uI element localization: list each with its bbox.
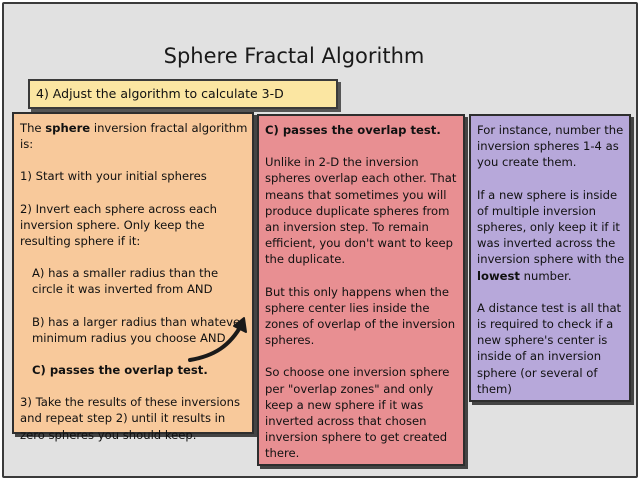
intro-bold: sphere (45, 121, 91, 135)
intro-pre: The (20, 121, 46, 135)
page-title: Sphere Fractal Algorithm (163, 44, 425, 68)
step-1: 1) Start with your initial spheres (20, 169, 207, 184)
example-para-2: If a new sphere is inside of multiple in… (477, 187, 625, 284)
intro-post: inversion fractal algorithm is: (20, 121, 248, 152)
condition-b: B) has a larger radius than whatever min… (32, 314, 245, 345)
overlap-para-1: Unlike in 2-D the inversion spheres over… (265, 155, 457, 267)
overlap-para-2: But this only happens when the sphere ce… (265, 284, 456, 348)
condition-c: C) passes the overlap test. (32, 363, 208, 378)
example-card: For instance, number the inversion spher… (469, 114, 631, 402)
example-para-1: For instance, number the inversion spher… (477, 123, 624, 170)
overlap-para-3: So choose one inversion sphere per "over… (265, 365, 450, 461)
example-para-2-pre: If a new sphere is inside of multiple in… (477, 187, 625, 267)
example-para-3: A distance test is all that is required … (477, 300, 622, 396)
curved-arrow-icon (188, 317, 247, 362)
overlap-heading: C) passes the overlap test. (265, 123, 441, 137)
step-2: 2) Invert each sphere across each invers… (20, 201, 218, 249)
example-para-2-bold: lowest (477, 268, 520, 283)
overlap-test-card: C) passes the overlap test. Unlike in 2-… (257, 114, 465, 466)
intro-text: The sphere inversion fractal algorithm i… (20, 120, 248, 152)
condition-a: A) has a smaller radius than the circle … (32, 266, 219, 297)
step-3: 3) Take the results of these inversions … (20, 395, 241, 442)
algorithm-card: The sphere inversion fractal algorithm i… (12, 112, 254, 442)
subtitle-box: 4) Adjust the algorithm to calculate 3-D… (28, 79, 338, 127)
example-para-2-post: number. (519, 268, 572, 283)
